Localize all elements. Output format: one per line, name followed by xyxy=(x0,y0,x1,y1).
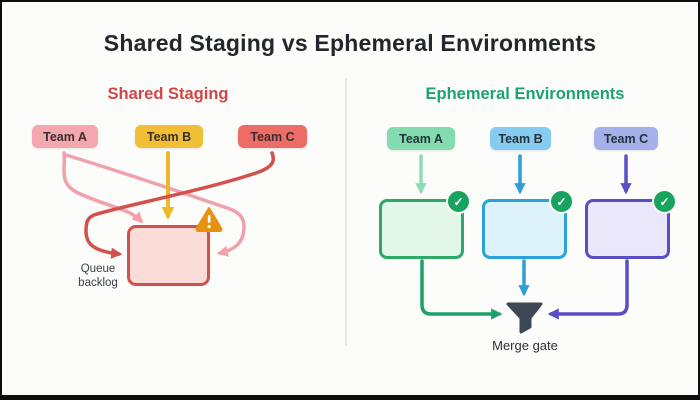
left-team-a-chip: Team A xyxy=(32,125,98,148)
shared-staging-box xyxy=(127,225,210,286)
right-team-b-chip: Team B xyxy=(490,127,551,150)
merge-gate-label: Merge gate xyxy=(492,338,558,353)
right-panel-heading: Ephemeral Environments xyxy=(425,85,625,103)
env-a-to-merge-connector xyxy=(420,259,503,320)
funnel-icon xyxy=(506,302,543,334)
check-icon: ✓ xyxy=(446,189,471,214)
left-panel-heading: Shared Staging xyxy=(107,85,229,103)
env-c-to-merge-connector xyxy=(547,259,629,320)
left-team-b-chip: Team B xyxy=(135,125,203,148)
warning-exclamation-dot xyxy=(207,225,211,229)
check-icon: ✓ xyxy=(652,189,677,214)
check-icon: ✓ xyxy=(549,189,574,214)
left-team-a-arrow-top xyxy=(62,151,144,224)
queue-backlog-label: Queue backlog xyxy=(78,263,118,289)
left-team-c-chip: Team C xyxy=(238,125,307,148)
warning-icon xyxy=(195,206,223,232)
page-title: Shared Staging vs Ephemeral Environments xyxy=(103,30,597,56)
warning-exclamation-bar xyxy=(207,215,211,223)
panel-divider xyxy=(345,78,347,346)
right-team-a-chip: Team A xyxy=(387,127,455,150)
right-team-c-chip: Team C xyxy=(594,127,658,150)
